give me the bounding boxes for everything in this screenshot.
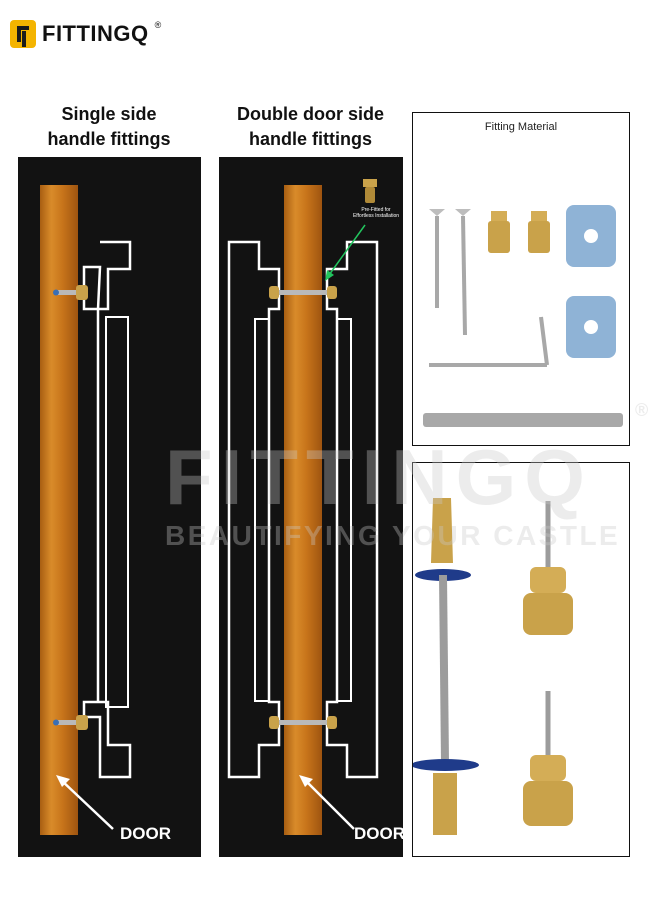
single-side-illustration bbox=[40, 185, 132, 835]
right-handle-outline bbox=[325, 240, 379, 779]
prefitted-knob-icon bbox=[363, 179, 377, 203]
watermark: FITTINGQ ® BEAUTIFYING YOUR CASTLE bbox=[10, 400, 655, 572]
double-side-panel: Pre-Fitted for Effortless Installation D… bbox=[219, 157, 405, 857]
rubber-pad-2-icon bbox=[566, 296, 616, 358]
door-arrow bbox=[59, 778, 114, 830]
fitting-material-title: Fitting Material bbox=[484, 121, 558, 133]
double-heading-line1: Double door side bbox=[236, 104, 384, 124]
callout-arrow bbox=[328, 224, 366, 276]
door-arrow bbox=[303, 778, 355, 830]
threaded-rod-icon bbox=[423, 413, 623, 427]
watermark-reg-mark: ® bbox=[635, 400, 649, 420]
fitting-material-illustration bbox=[423, 205, 623, 427]
brass-standoff-1-icon bbox=[523, 501, 573, 635]
rubber-pad-1-icon bbox=[566, 205, 616, 267]
left-handle-outline bbox=[227, 240, 281, 779]
wood-screw-1-icon bbox=[429, 209, 445, 308]
callout-line2: Effortless Installation bbox=[352, 213, 400, 219]
single-heading-line2: handle fittings bbox=[47, 129, 171, 149]
brass-cap-2-icon bbox=[528, 211, 550, 253]
wood-screw-2-icon bbox=[455, 209, 471, 336]
fitting-material-box: Fitting Material bbox=[412, 112, 630, 446]
double-heading-line2: handle fittings bbox=[249, 129, 372, 149]
watermark-brand: FITTINGQ bbox=[165, 433, 593, 521]
handle-outline bbox=[82, 240, 132, 779]
single-side-heading: Single side handle fittings bbox=[18, 102, 200, 152]
brass-standoff-2-icon bbox=[523, 691, 573, 826]
double-door-label: DOOR bbox=[354, 824, 405, 843]
brass-cap-1-icon bbox=[488, 211, 510, 253]
right-handle-inner bbox=[336, 318, 352, 702]
top-screw-fitting bbox=[53, 285, 88, 300]
brand-name: FITTINGQ bbox=[42, 21, 149, 46]
brand-logo-icon bbox=[10, 20, 36, 48]
hardware-detail-illustration bbox=[413, 498, 573, 835]
single-side-panel: DOOR bbox=[18, 157, 201, 857]
single-door-label: DOOR bbox=[120, 824, 171, 843]
bottom-screw-fitting bbox=[53, 715, 88, 730]
left-handle-inner bbox=[254, 318, 270, 702]
bottom-through-bolt bbox=[269, 716, 337, 729]
brand-reg-mark: ® bbox=[154, 20, 162, 30]
double-side-heading: Double door side handle fittings bbox=[218, 102, 403, 152]
allen-key-icon bbox=[429, 316, 549, 367]
watermark-tagline: BEAUTIFYING YOUR CASTLE bbox=[165, 520, 621, 551]
hardware-detail-box bbox=[412, 462, 630, 857]
brand-logo: FITTINGQ ® bbox=[10, 20, 161, 48]
single-heading-line1: Single side bbox=[61, 104, 157, 124]
callout-line1: Pre-Fitted for bbox=[361, 207, 391, 213]
handle-inner-outline bbox=[105, 316, 129, 708]
top-through-bolt bbox=[269, 286, 337, 299]
double-side-illustration bbox=[227, 179, 379, 835]
through-bolt-assembly-icon bbox=[413, 498, 479, 835]
prefitted-callout: Pre-Fitted for Effortless Installation bbox=[351, 207, 401, 219]
